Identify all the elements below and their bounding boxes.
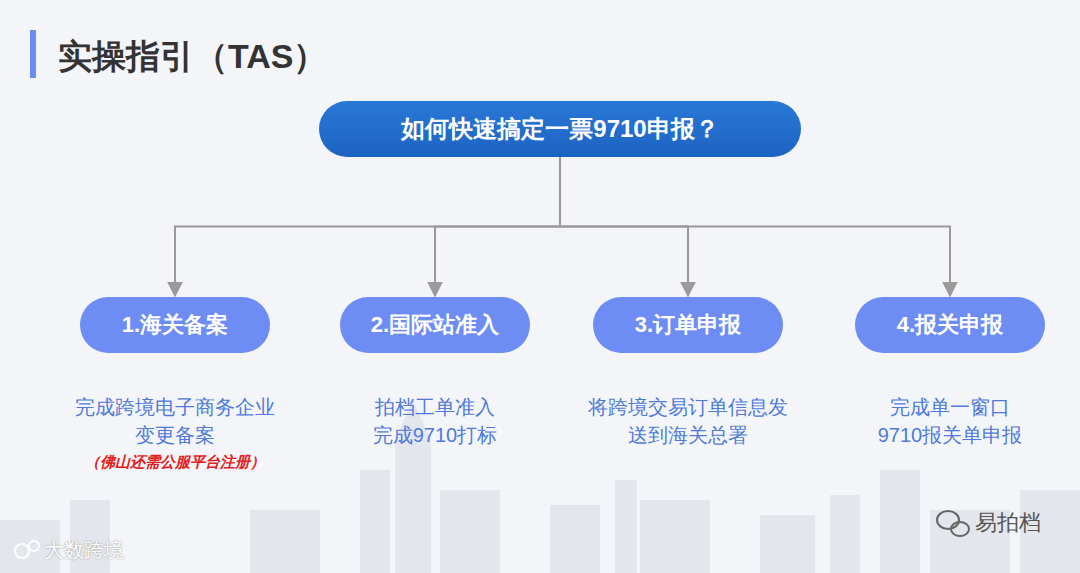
node-heading: 4.报关申报 [897,310,1003,340]
root-pill: 如何快速搞定一票9710申报？ [319,101,801,157]
step-note: （佛山还需公服平台注册） [85,453,265,472]
step-node: 3.订单申报将跨境交易订单信息发送到海关总署 [593,297,783,353]
step-node: 1.海关备案完成跨境电子商务企业变更备案（佛山还需公服平台注册） [80,297,270,353]
step-pill: 4.报关申报 [855,297,1045,353]
watermark: 易拍档 [975,508,1041,538]
node-heading: 2.国际站准入 [371,310,499,340]
node-heading: 如何快速搞定一票9710申报？ [401,113,718,145]
tree-connector [175,157,560,296]
title-bar [30,30,36,78]
node-heading: 1.海关备案 [122,310,228,340]
wechat-icon [937,511,969,536]
root-node: 如何快速搞定一票9710申报？ [319,101,801,157]
step-pill: 2.国际站准入 [340,297,530,353]
step-description: 完成跨境电子商务企业变更备案 [68,393,283,449]
step-description: 拍档工单准入完成9710打标 [368,393,503,449]
brand-logo [15,541,39,558]
tree-connector [435,157,560,296]
step-pill: 1.海关备案 [80,297,270,353]
step-pill: 3.订单申报 [593,297,783,353]
step-description: 将跨境交易订单信息发送到海关总署 [581,393,796,449]
step-description: 完成单一窗口9710报关单申报 [873,393,1028,449]
watermark: 大数跨境 [44,537,124,564]
step-node: 4.报关申报完成单一窗口9710报关单申报 [855,297,1045,353]
diagram-title: 实操指引（TAS） [58,34,327,80]
tree-connector [560,157,950,296]
node-heading: 3.订单申报 [635,310,741,340]
step-node: 2.国际站准入拍档工单准入完成9710打标 [340,297,530,353]
